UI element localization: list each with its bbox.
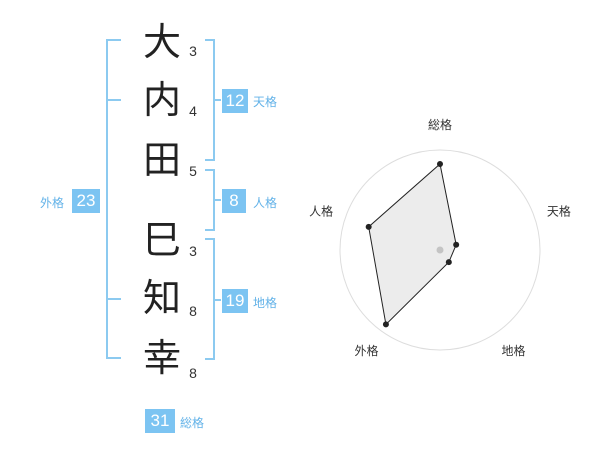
tenkaku-value: 12 (222, 89, 248, 113)
radar-axis-label-5: 人格 (309, 203, 333, 218)
name-char-5: 知 (142, 276, 181, 320)
radar-axis-label-1: 総格 (428, 117, 452, 132)
gaikaku-value: 23 (72, 189, 100, 213)
name-char-4: 巳 (142, 218, 181, 262)
chikaku-value: 19 (222, 289, 248, 313)
radar-center-dot (436, 246, 444, 254)
radar-point-5 (365, 223, 372, 230)
radar-point-2 (453, 241, 460, 248)
jinkaku-label: 人格 (253, 196, 278, 210)
gaikaku-bracket (106, 39, 121, 359)
radar-axis-label-3: 地格 (501, 343, 525, 358)
soukaku-label: 総格 (180, 416, 205, 430)
stroke-count-6: 8 (189, 365, 197, 381)
name-char-3: 田 (142, 138, 181, 182)
stroke-count-3: 5 (189, 163, 197, 179)
stroke-count-1: 3 (189, 43, 197, 59)
radar-axis-label-4: 外格 (355, 343, 379, 358)
radar-series-area (368, 163, 457, 326)
stroke-count-5: 8 (189, 303, 197, 319)
gaikaku-label: 外格 (40, 196, 65, 210)
name-char-2: 内 (142, 78, 181, 122)
name-char-6: 幸 (142, 336, 181, 380)
soukaku-value: 31 (145, 409, 175, 433)
stroke-count-4: 3 (189, 243, 197, 259)
radar-point-4 (382, 321, 389, 328)
name-char-1: 大 (142, 20, 181, 64)
jinkaku-value: 8 (222, 189, 246, 213)
tenkaku-label: 天格 (253, 95, 278, 109)
chikaku-label: 地格 (253, 296, 278, 310)
radar-point-3 (445, 259, 452, 266)
stroke-count-2: 4 (189, 103, 197, 119)
radar-axis-label-2: 天格 (547, 203, 571, 218)
radar-point-1 (437, 161, 443, 167)
